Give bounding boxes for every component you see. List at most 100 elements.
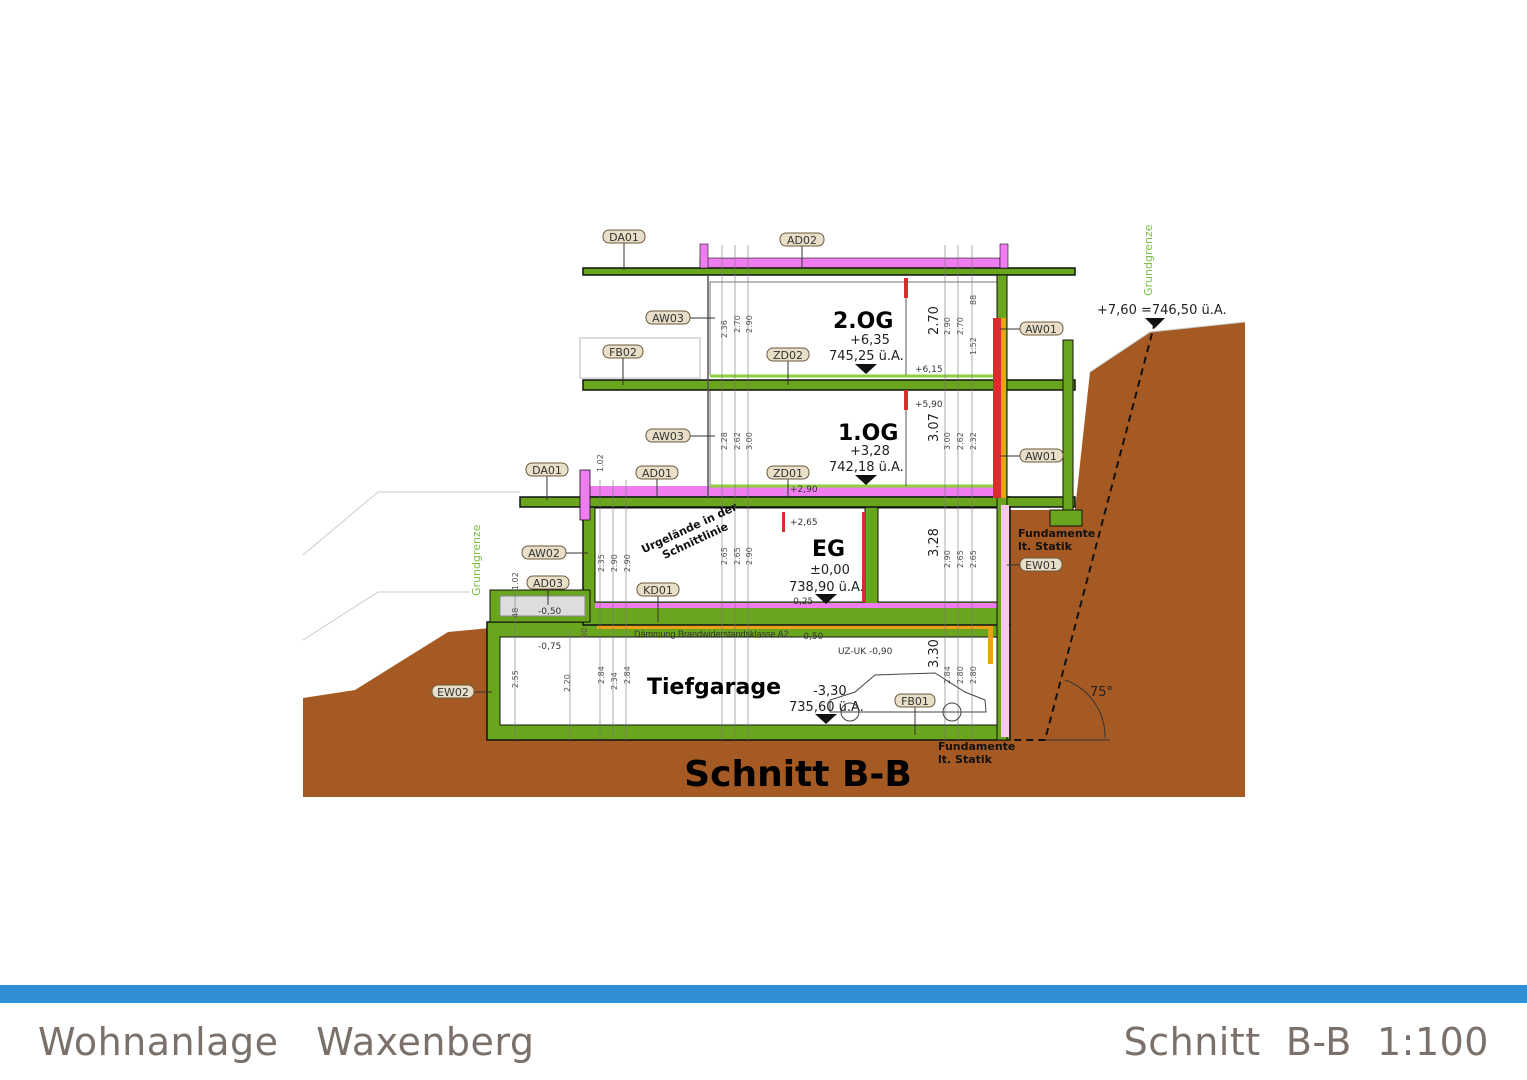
balcony-railing bbox=[579, 337, 701, 379]
svg-text:2.35: 2.35 bbox=[597, 554, 606, 572]
room-absolute-2og: 745,25 ü.A. bbox=[829, 349, 904, 364]
dimension-texts: 2.36 2.70 2.90 2.70 2.90 2.70 1.52 88 2.… bbox=[511, 295, 978, 692]
svg-text:2.70: 2.70 bbox=[733, 315, 742, 333]
level-marker-icon bbox=[1145, 318, 1165, 328]
tag-fb02: FB02 bbox=[602, 344, 644, 385]
svg-text:2.70: 2.70 bbox=[956, 317, 965, 335]
svg-text:DA01: DA01 bbox=[609, 231, 639, 244]
level-m050a: -0,50 bbox=[538, 607, 562, 617]
eg-wall-masonry bbox=[862, 512, 866, 602]
svg-text:2.28: 2.28 bbox=[720, 432, 729, 450]
svg-text:ZD01: ZD01 bbox=[773, 467, 803, 480]
svg-text:2.84: 2.84 bbox=[623, 666, 632, 684]
svg-text:2.32: 2.32 bbox=[969, 432, 978, 450]
tag-da01-eg: DA01 bbox=[525, 462, 569, 500]
note-daemmung: Dämmung Brandwiderstandsklasse A2 bbox=[634, 629, 789, 639]
level-290: +2,90 bbox=[790, 485, 818, 495]
svg-text:2.62: 2.62 bbox=[733, 432, 742, 450]
level-m025: -0,25 bbox=[790, 597, 813, 607]
room-name-1og: 1.OG bbox=[838, 421, 898, 446]
sheet-title: Schnitt B-B 1:100 bbox=[1123, 1020, 1489, 1064]
terrain-line bbox=[302, 591, 470, 641]
svg-text:2.80: 2.80 bbox=[969, 666, 978, 684]
level-top: +7,60 =746,50 ü.A. bbox=[1097, 303, 1227, 318]
tag-ad03: AD03 bbox=[526, 575, 570, 605]
svg-text:2.62: 2.62 bbox=[956, 432, 965, 450]
level-615: +6,15 bbox=[915, 365, 943, 375]
roof-insulation bbox=[699, 257, 1001, 269]
svg-text:AW01: AW01 bbox=[1025, 323, 1057, 336]
car-icon bbox=[829, 672, 987, 722]
angle-arc bbox=[1064, 679, 1106, 739]
facade-insulation bbox=[1001, 318, 1006, 498]
slope-angle: 75° bbox=[1090, 685, 1113, 700]
interior-wall bbox=[904, 278, 908, 298]
tag-aw01-1og: AW01 bbox=[1000, 448, 1064, 463]
tag-aw03-1og: AW03 bbox=[645, 428, 715, 443]
eg-interior-right bbox=[877, 507, 998, 603]
og2-slab bbox=[582, 379, 1076, 391]
svg-text:KD01: KD01 bbox=[643, 584, 673, 597]
svg-text:DA01: DA01 bbox=[532, 464, 562, 477]
terrain-line bbox=[302, 491, 520, 556]
svg-text:AW01: AW01 bbox=[1025, 450, 1057, 463]
tag-fb01: FB01 bbox=[894, 693, 936, 735]
room-level-1og: +3,28 bbox=[850, 444, 890, 459]
note-statik-top: lt. Statik bbox=[1018, 540, 1073, 553]
note-fundamente-bottom: Fundamente bbox=[938, 740, 1015, 753]
svg-text:AD03: AD03 bbox=[533, 577, 563, 590]
tag-kd01: KD01 bbox=[636, 582, 680, 622]
svg-text:2.65: 2.65 bbox=[969, 550, 978, 568]
interior-wall bbox=[904, 390, 908, 410]
svg-text:2.90: 2.90 bbox=[943, 317, 952, 335]
drawing-title: Schnitt B-B bbox=[684, 754, 912, 795]
garage-insulation-right bbox=[988, 624, 993, 664]
level-marker-icon bbox=[855, 475, 877, 485]
room-absolute-eg: 738,90 ü.A. bbox=[789, 580, 864, 595]
note-statik-bottom: lt. Statik bbox=[938, 753, 993, 766]
svg-text:2.65: 2.65 bbox=[956, 550, 965, 568]
room-level-2og: +6,35 bbox=[850, 333, 890, 348]
svg-text:2.90: 2.90 bbox=[745, 315, 754, 333]
svg-text:1.02: 1.02 bbox=[596, 454, 605, 472]
project-name: Wohnanlage Waxenberg bbox=[38, 1020, 535, 1064]
svg-text:FB02: FB02 bbox=[609, 346, 637, 359]
svg-text:AW03: AW03 bbox=[652, 430, 684, 443]
property-line-left: Grundgrenze bbox=[470, 524, 483, 596]
room-name-2og: 2.OG bbox=[833, 309, 893, 334]
svg-text:2.90: 2.90 bbox=[943, 550, 952, 568]
svg-text:FB01: FB01 bbox=[901, 695, 929, 708]
level-marker-icon bbox=[855, 364, 877, 374]
og2-room bbox=[709, 281, 998, 376]
room-level-tiefgarage: -3,30 bbox=[813, 684, 847, 699]
tag-ad02: AD02 bbox=[779, 232, 825, 268]
tag-aw01-2og: AW01 bbox=[1000, 321, 1064, 336]
svg-text:2.55: 2.55 bbox=[511, 670, 520, 688]
svg-text:2.70: 2.70 bbox=[927, 306, 942, 335]
svg-text:2.36: 2.36 bbox=[720, 320, 729, 338]
note-fundamente-top: Fundamente bbox=[1018, 527, 1095, 540]
room-absolute-1og: 742,18 ü.A. bbox=[829, 460, 904, 475]
tag-aw03-2og: AW03 bbox=[645, 310, 715, 325]
room-name-eg: EG bbox=[812, 537, 845, 562]
svg-text:1.02: 1.02 bbox=[511, 572, 520, 590]
level-265: +2,65 bbox=[790, 518, 818, 528]
level-m075: -0,75 bbox=[538, 642, 561, 652]
svg-text:2.20: 2.20 bbox=[563, 674, 572, 692]
footer-bar bbox=[0, 985, 1527, 1003]
level-m050b: -0,50 bbox=[800, 632, 824, 642]
room-level-eg: ±0,00 bbox=[810, 563, 850, 578]
og1-floor-insulation bbox=[590, 486, 997, 496]
og1-room bbox=[709, 389, 998, 487]
svg-text:48: 48 bbox=[511, 608, 520, 618]
level-marker-icon bbox=[815, 714, 837, 724]
og1-slab bbox=[519, 496, 1076, 508]
svg-text:88: 88 bbox=[969, 295, 978, 305]
svg-text:2.84: 2.84 bbox=[943, 666, 952, 684]
room-name-tiefgarage: Tiefgarage bbox=[647, 675, 781, 700]
eg-floor-insulation bbox=[595, 603, 997, 608]
retaining-foundation bbox=[1049, 509, 1083, 527]
svg-text:2.90: 2.90 bbox=[610, 554, 619, 572]
parapet bbox=[579, 469, 591, 521]
svg-text:3.00: 3.00 bbox=[943, 432, 952, 450]
